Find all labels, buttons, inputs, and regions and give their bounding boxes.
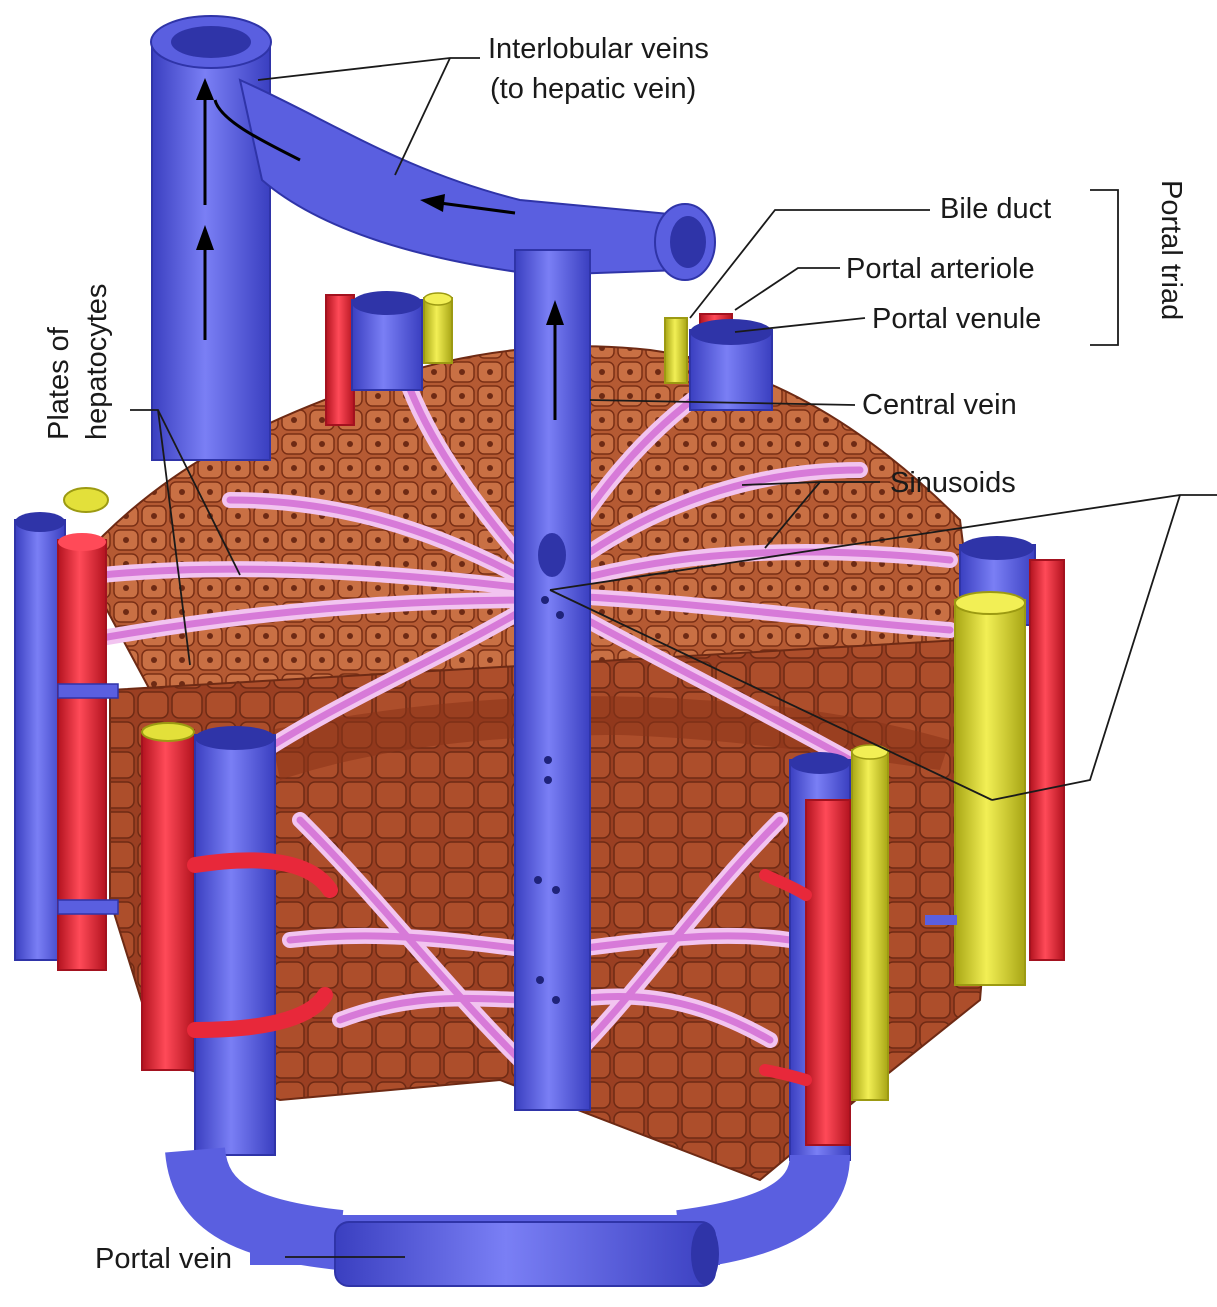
label-portal-triad: Portal triad bbox=[1155, 180, 1187, 320]
label-interlobular-veins-line2: (to hepatic vein) bbox=[490, 73, 696, 105]
portal-triad-left bbox=[15, 488, 118, 970]
label-portal-vein: Portal vein bbox=[95, 1243, 232, 1275]
label-plates-line1: Plates of bbox=[43, 326, 75, 440]
label-interlobular-veins-line1: Interlobular veins bbox=[488, 33, 709, 65]
label-plates-line2: hepatocytes bbox=[81, 284, 113, 440]
label-central-vein: Central vein bbox=[862, 389, 1017, 421]
portal-vein bbox=[195, 1150, 820, 1286]
central-vein bbox=[515, 250, 590, 1110]
label-sinusoids: Sinusoids bbox=[890, 467, 1016, 499]
label-portal-venule: Portal venule bbox=[872, 303, 1041, 335]
label-portal-arteriole: Portal arteriole bbox=[846, 253, 1035, 285]
label-bile-duct: Bile duct bbox=[940, 193, 1051, 225]
